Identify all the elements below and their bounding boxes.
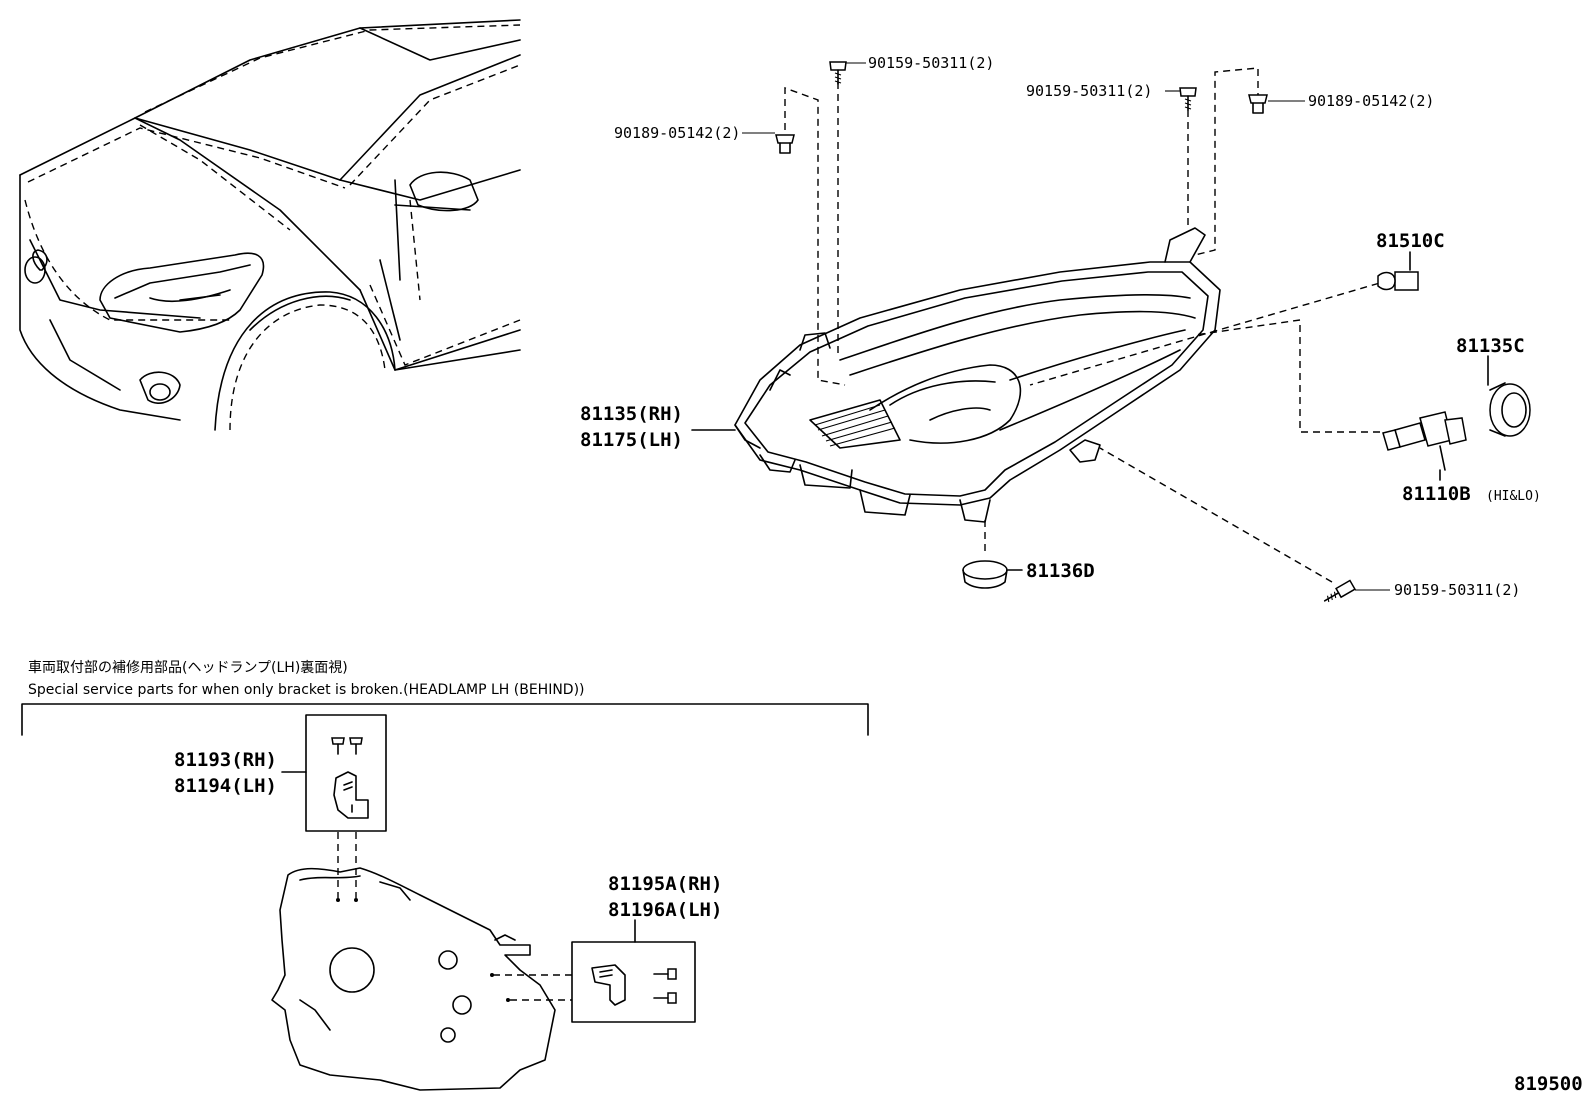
vehicle-location-inset: [19, 19, 521, 431]
bolt-icon: [1179, 87, 1197, 111]
screw-icon: [653, 992, 677, 1004]
upper-bracket-parts: [331, 737, 369, 819]
figure-number: 819500: [1514, 1073, 1583, 1095]
note-japanese: 車両取付部の補修用部品(ヘッドランプ(LH)裏面視): [28, 659, 348, 676]
rubber-cover-icon: [1489, 382, 1531, 437]
clip-icon: [775, 134, 795, 154]
part-label-headlamp-lh: 81175(LH): [580, 429, 683, 451]
part-label-bracket-upper-lh: 81194(LH): [174, 775, 277, 797]
part-label-81510c: 81510C: [1376, 230, 1445, 252]
side-bracket-parts: [591, 964, 677, 1006]
fasteners: [775, 61, 1356, 603]
clip-icon: [1248, 94, 1268, 114]
screw-icon: [331, 737, 345, 755]
part-label-bracket-side-lh: 81196A(LH): [608, 899, 722, 921]
part-label-bolt-top-left: 90159-50311(2): [868, 54, 994, 72]
headlamp-rear-view: [271, 867, 556, 1091]
bolt-icon: [1323, 579, 1356, 603]
part-label-bolt-top-right: 90159-50311(2): [1026, 82, 1152, 100]
part-label-clip-top-left: 90189-05142(2): [614, 124, 740, 142]
cap-icon: [962, 560, 1008, 589]
label-leaders: [691, 251, 1489, 571]
note-english: Special service parts for when only brac…: [28, 682, 585, 698]
bolt-icon: [829, 61, 847, 85]
part-label-headlamp-rh: 81135(RH): [580, 403, 683, 425]
part-label-bolt-bottom-right: 90159-50311(2): [1394, 581, 1520, 599]
side-bracket-box: [571, 941, 696, 1023]
bulbs-and-covers: [962, 271, 1531, 589]
part-label-81110b-note: (HI&LO): [1486, 489, 1541, 504]
small-bulb-icon: [1377, 271, 1419, 291]
part-label-81136d: 81136D: [1026, 560, 1095, 582]
headlamp-assembly-drawing: [734, 227, 1221, 523]
headlamp-bulb-icon: [1382, 411, 1467, 471]
part-label-bracket-upper-rh: 81193(RH): [174, 749, 277, 771]
service-section-bracket: [21, 703, 869, 736]
part-label-bracket-side-rh: 81195A(RH): [608, 873, 722, 895]
screw-icon: [349, 737, 363, 755]
part-label-81135c: 81135C: [1456, 335, 1525, 357]
upper-bracket-box: [305, 714, 387, 832]
leader-lines: [784, 67, 1391, 583]
part-label-clip-top-right: 90189-05142(2): [1308, 92, 1434, 110]
screw-icon: [653, 968, 677, 980]
part-label-81110b: 81110B: [1402, 483, 1471, 505]
